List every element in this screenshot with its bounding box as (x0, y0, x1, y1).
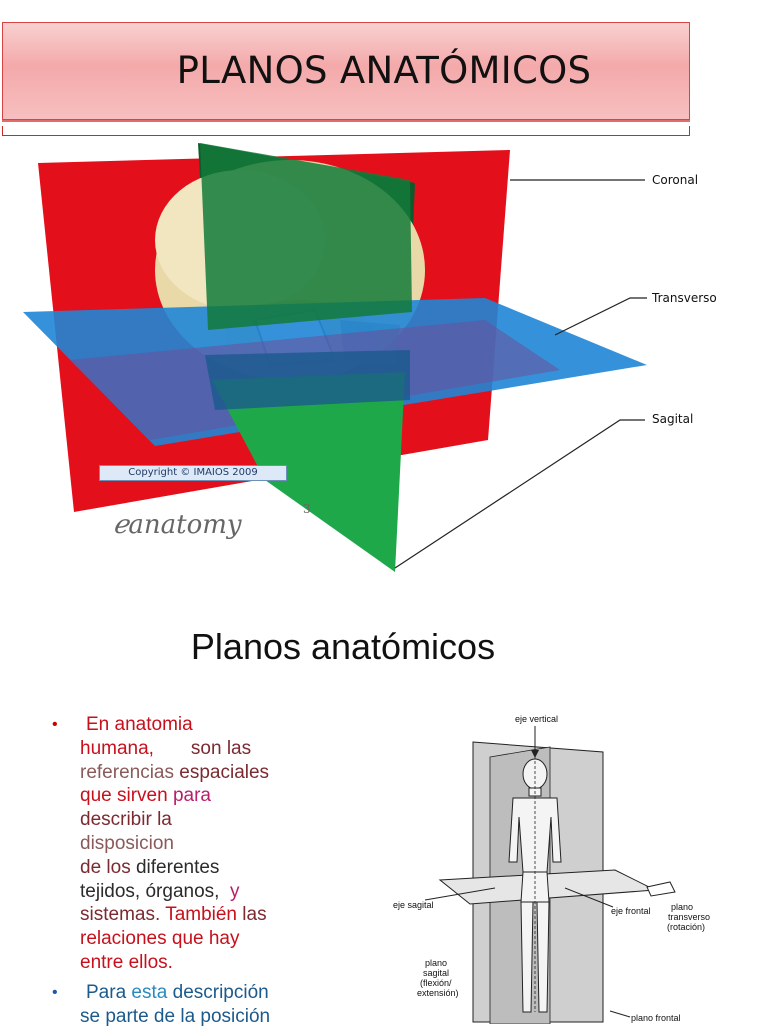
page-title: PLANOS ANATÓMICOS (176, 49, 592, 92)
b2-w2: esta (131, 981, 168, 1003)
b1-w8: describir la (80, 809, 172, 831)
b1-w9: disposicion (80, 832, 174, 854)
b1-w14: sistemas. (80, 904, 161, 926)
b1-w6: que sirven (80, 785, 168, 807)
label-eje-frontal: eje frontal (611, 906, 651, 916)
sagittal-plane (200, 143, 412, 330)
label-plano-frontal: plano frontal (631, 1013, 681, 1023)
b1-w10: de los (80, 856, 131, 878)
b1-w4: referencias (80, 761, 174, 783)
logo-text: anatomy (128, 510, 242, 540)
b1-w1: En anatomia (86, 714, 193, 735)
b1-w15: También (165, 904, 238, 926)
bullet-item-2: • Para esta descripción se parte de la p… (52, 981, 332, 1028)
b1-w2: humana, (80, 737, 154, 759)
label-plano-sagital-2: sagital (423, 968, 449, 978)
b1-w12: tejidos, órganos, (80, 880, 220, 902)
b1-w16: las (242, 904, 267, 926)
section-title: Planos anatómicos (190, 626, 496, 667)
sagittal-band (205, 350, 410, 410)
b2-w4: se parte de la posición (80, 1005, 271, 1027)
body-planes-illustration: eje vertical eje sagital eje frontal pla… (393, 714, 710, 1024)
label-eje-sagital: eje sagital (393, 900, 434, 910)
bullet-item-1: • En anatomia humana, son las referencia… (52, 713, 332, 975)
title-banner (2, 22, 690, 120)
human-figure (508, 758, 562, 1013)
copyright-notice: Copyright © IMAIOS 2009 (99, 465, 287, 481)
label-plano-transverso-2: transverso (668, 912, 710, 922)
title-underline (2, 126, 690, 136)
logo-superscript: 3 (303, 502, 311, 516)
b1-w17: relaciones (80, 928, 167, 950)
bullet-dot-icon: • (52, 983, 58, 1001)
label-plano-sagital-3: (flexión/ (420, 978, 452, 988)
bullet-dot-icon: • (52, 716, 58, 733)
label-plano-transverso-3: (rotación) (667, 922, 705, 932)
label-plano-transverso-1: plano (671, 902, 693, 912)
label-eje-vertical: eje vertical (515, 714, 558, 724)
b1-w7: para (172, 785, 211, 807)
b1-w11: diferentes (135, 856, 220, 878)
b2-w1: Para (86, 981, 127, 1003)
b1-w18: que hay (171, 928, 240, 950)
bullet-list: • En anatomia humana, son las referencia… (52, 713, 332, 1028)
sagittal-plane-lower (212, 372, 405, 572)
b1-w13: y (229, 880, 240, 902)
label-plano-sagital-1: plano (425, 958, 447, 968)
label-transverse: Transverso (651, 291, 717, 305)
b2-w3: descripción (172, 981, 269, 1003)
b1-w3: son las (190, 737, 252, 759)
b1-w19: entre ellos. (80, 951, 173, 973)
label-sagittal: Sagital (652, 412, 693, 426)
skull-planes-illustration: Coronal Transverso Sagital (23, 143, 717, 572)
label-coronal: Coronal (652, 173, 698, 187)
label-plano-sagital-4: extensión) (417, 988, 459, 998)
b1-w5: espaciales (179, 761, 270, 783)
